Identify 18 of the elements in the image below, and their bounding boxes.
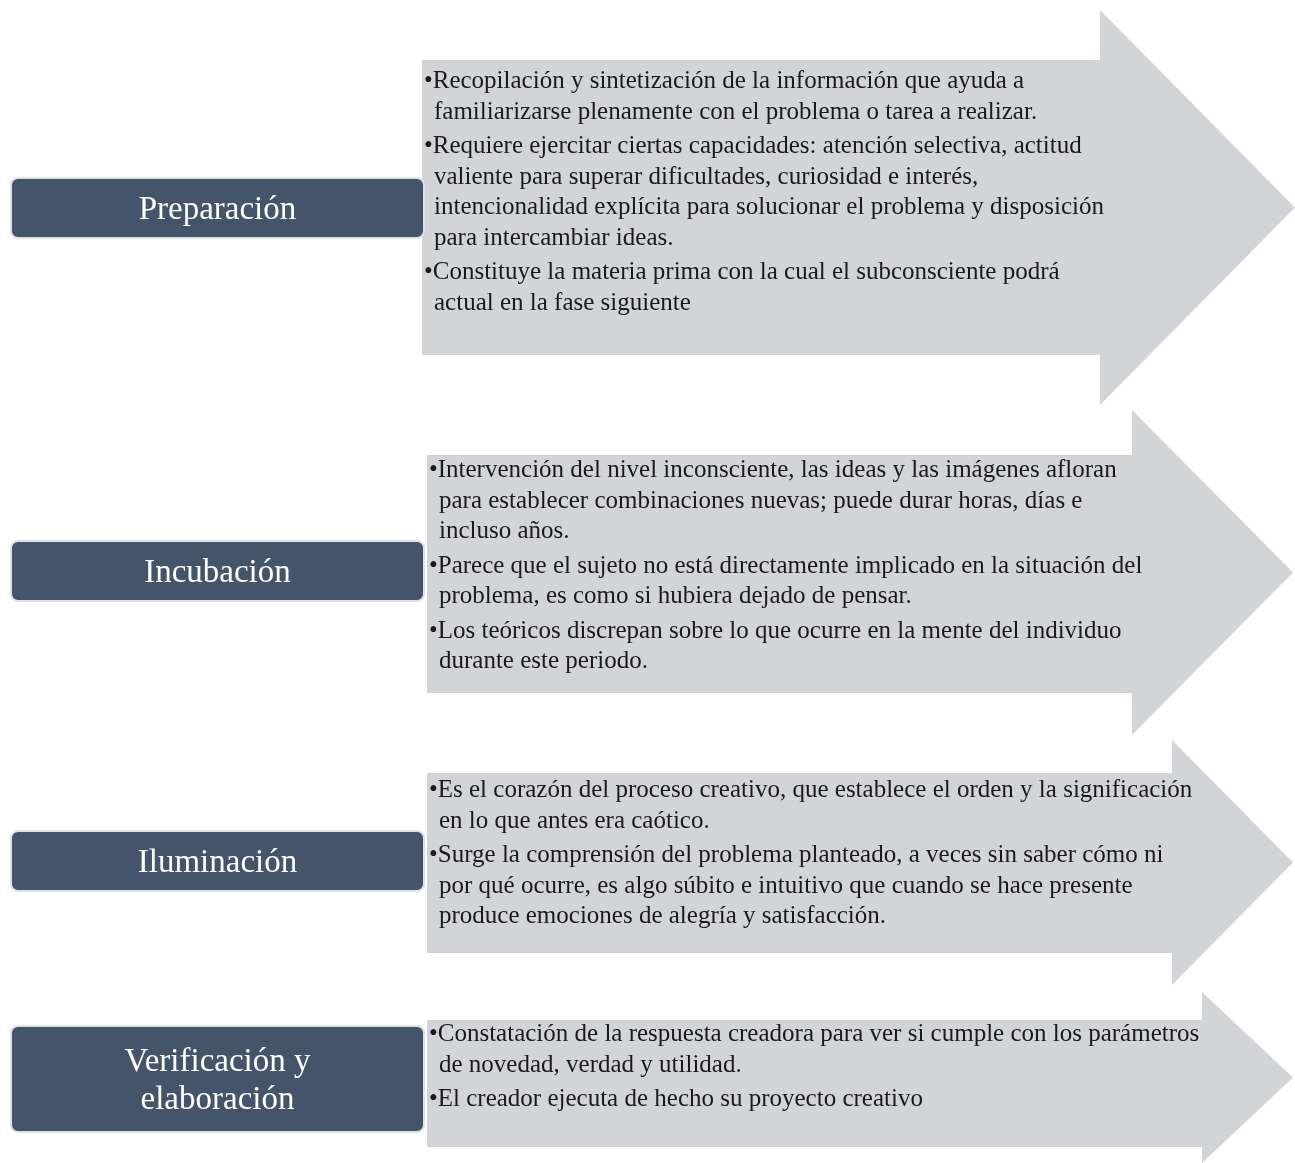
bullet-text: •Parece que el sujeto no está directamente implicado en la situación del problema, es como si hubiera dejado de pensar. [429, 549, 1144, 610]
stage-title: Preparación [138, 189, 297, 227]
bullet-text: •Constituye la materia prima con la cual el subconsciente podrá actual en la fase siguiente [424, 256, 1061, 317]
bullet-text: •Es el corazón del proceso creativo, que establece el orden y la significación en lo que antes era caótico. [429, 774, 1194, 835]
stage-title: Incubación [144, 552, 291, 590]
stage-box [10, 540, 425, 602]
stage-title: Verificación y elaboración [123, 1041, 312, 1117]
bullet-text: •El creador ejecuta de hecho su proyecto creativo [429, 1083, 924, 1113]
stage-box [10, 830, 425, 892]
bullet-text: •Intervención del nivel inconsciente, las ideas y las imágenes afloran para establecer combinaciones nuevas; puede durar horas, días e incluso años. [429, 454, 1118, 545]
bullet-text: •Los teóricos discrepan sobre lo que ocurre en la mente del individuo durante este periodo. [429, 614, 1123, 675]
stage-box [10, 1025, 425, 1133]
stage-title: Iluminación [137, 842, 298, 880]
bullet-text: •Surge la comprensión del problema planteado, a veces sin saber cómo ni por qué ocurre, es algo súbito e intuitivo que cuando se hace presente produce emociones de alegría y satisfacción. [429, 839, 1165, 930]
stage-box [10, 177, 425, 239]
bullet-text: •Requiere ejercitar ciertas capacidades: atención selectiva, actitud valiente para superar dificultades, curiosidad e interés, intencionalidad explícita para solucionar el problema y disposición para intercambiar ideas. [424, 130, 1105, 252]
bullet-text: •Recopilación y sintetización de la información que ayuda a familiarizarse plenamente con el problema o tarea a realizar. [424, 65, 1039, 126]
bullet-text: •Constatación de la respuesta creadora para ver si cumple con los parámetros de novedad, verdad y utilidad. [429, 1018, 1201, 1079]
